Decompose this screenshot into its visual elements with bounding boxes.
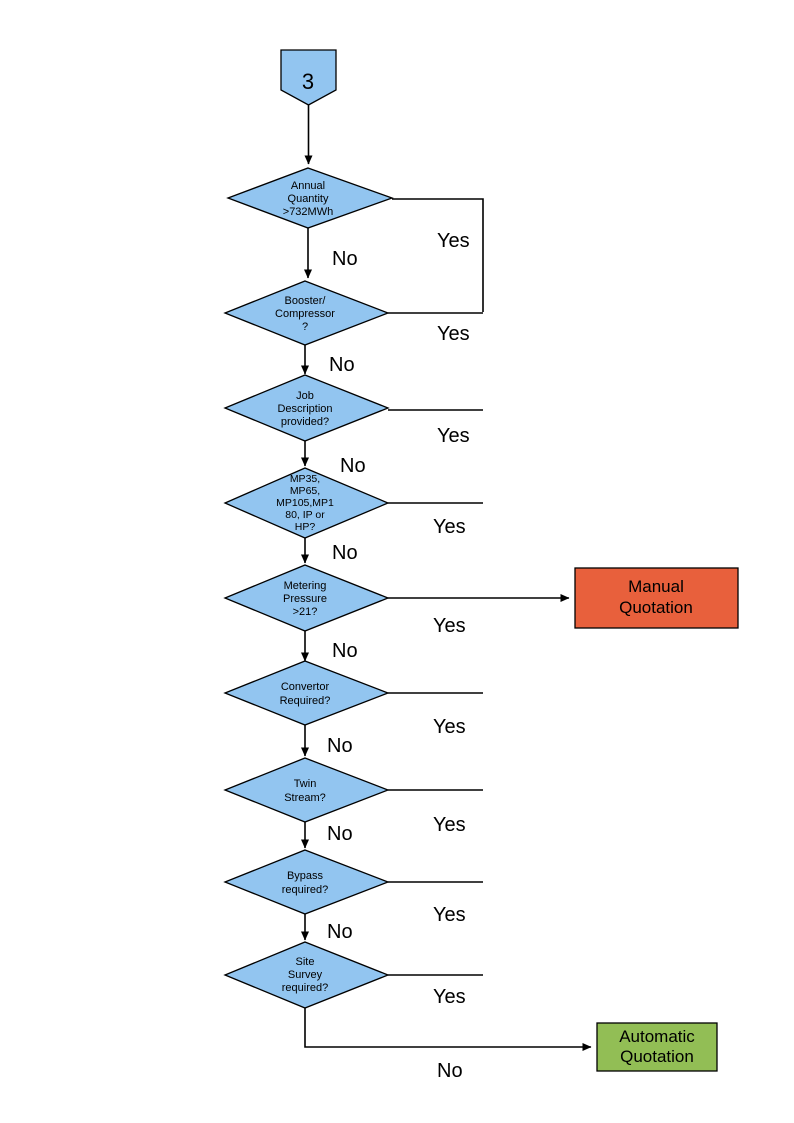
decision-job-line-0: Job: [296, 390, 314, 402]
decision-metering-pressure[interactable]: Metering Pressure >21?: [223, 564, 390, 632]
decision-metering-line-0: Metering: [284, 580, 327, 592]
decision-convertor-line-1: Required?: [280, 695, 331, 707]
decision-mp-line-1: MP65,: [290, 485, 320, 497]
edge-annual-quantity-yes: [392, 198, 484, 312]
decision-booster-line-1: Compressor: [275, 308, 335, 320]
label-annual-quantity-no: No: [332, 248, 358, 270]
decision-mp-line-2: MP105,MP1: [276, 497, 334, 509]
decision-bypass-line-0: Bypass: [287, 870, 324, 882]
label-bypass-yes: Yes: [433, 904, 466, 926]
decision-bypass-required[interactable]: Bypass required?: [223, 849, 390, 915]
label-annual-quantity-yes: Yes: [437, 230, 470, 252]
decision-mp-pressure-tier[interactable]: MP35, MP65, MP105,MP1 80, IP or HP?: [223, 467, 390, 539]
label-twin-no: No: [327, 823, 353, 845]
decision-site-line-2: required?: [282, 982, 328, 994]
label-site-yes: Yes: [433, 986, 466, 1008]
decision-job-line-1: Description: [277, 403, 332, 415]
label-twin-yes: Yes: [433, 814, 466, 836]
decision-site-line-1: Survey: [288, 969, 323, 981]
decision-annual-quantity-line-1: Quantity: [288, 193, 329, 205]
decision-mp-line-4: HP?: [295, 521, 316, 533]
decision-twin-line-0: Twin: [294, 778, 317, 790]
decision-job-description[interactable]: Job Description provided?: [223, 374, 390, 442]
label-metering-no: No: [332, 640, 358, 662]
decision-booster-line-0: Booster/: [285, 295, 327, 307]
label-metering-yes: Yes: [433, 615, 466, 637]
label-job-no: No: [340, 455, 366, 477]
start-node-3[interactable]: 3: [280, 49, 337, 106]
manual-quotation-line-1: Quotation: [619, 598, 693, 617]
decision-metering-line-1: Pressure: [283, 593, 327, 605]
decision-mp-line-0: MP35,: [290, 473, 320, 485]
decision-convertor-line-0: Convertor: [281, 681, 330, 693]
start-node-label: 3: [302, 69, 314, 94]
terminal-manual-quotation[interactable]: Manual Quotation: [574, 567, 739, 629]
decision-annual-quantity-line-0: Annual: [291, 180, 325, 192]
automatic-quotation-line-1: Quotation: [620, 1047, 694, 1066]
label-mp-no: No: [332, 542, 358, 564]
label-booster-no: No: [329, 354, 355, 376]
decision-site-survey[interactable]: Site Survey required?: [223, 941, 390, 1009]
terminal-automatic-quotation[interactable]: Automatic Quotation: [596, 1022, 718, 1072]
decision-booster-line-2: ?: [302, 321, 308, 333]
label-convertor-no: No: [327, 735, 353, 757]
decision-twin-line-1: Stream?: [284, 792, 326, 804]
label-job-yes: Yes: [437, 425, 470, 447]
label-booster-yes: Yes: [437, 323, 470, 345]
edge-site-survey-no-to-automatic: [304, 1008, 592, 1051]
manual-quotation-line-0: Manual: [628, 577, 684, 596]
decision-booster-compressor[interactable]: Booster/ Compressor ?: [223, 280, 390, 346]
label-bypass-no: No: [327, 921, 353, 943]
decision-twin-stream[interactable]: Twin Stream?: [223, 757, 390, 823]
decision-mp-line-3: 80, IP or: [285, 509, 325, 521]
label-convertor-yes: Yes: [433, 716, 466, 738]
decision-annual-quantity[interactable]: Annual Quantity >732MWh: [226, 167, 394, 229]
label-mp-yes: Yes: [433, 516, 466, 538]
decision-bypass-line-1: required?: [282, 884, 328, 896]
decision-annual-quantity-line-2: >732MWh: [283, 206, 333, 218]
label-final-no: No: [437, 1060, 463, 1082]
decision-convertor-required[interactable]: Convertor Required?: [223, 660, 390, 726]
decision-job-line-2: provided?: [281, 416, 329, 428]
decision-site-line-0: Site: [296, 956, 315, 968]
automatic-quotation-line-0: Automatic: [619, 1027, 695, 1046]
decision-metering-line-2: >21?: [293, 606, 318, 618]
